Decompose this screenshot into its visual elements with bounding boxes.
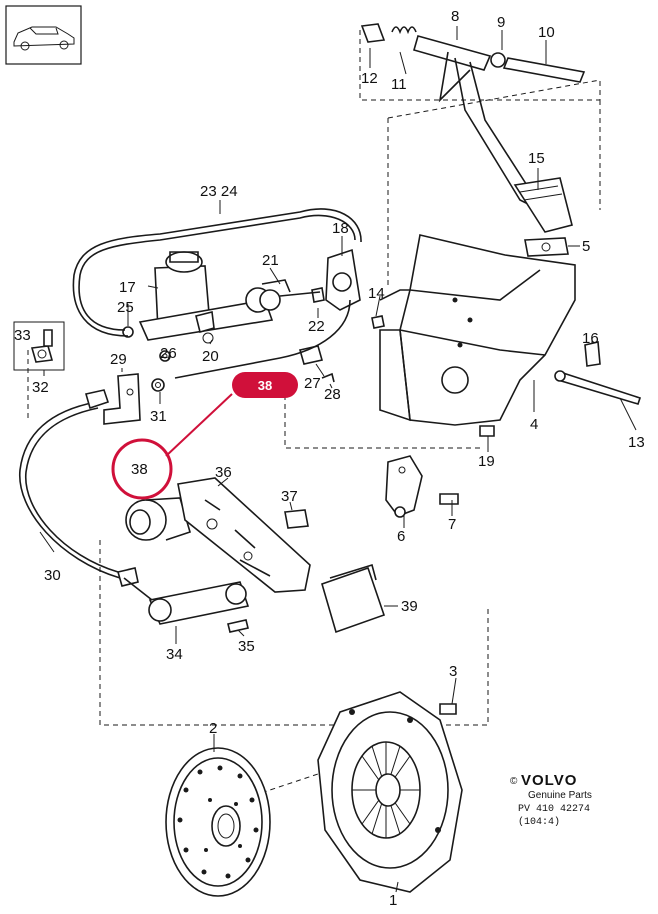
part-label-3: 3 xyxy=(449,663,457,680)
part-label-38: 38 xyxy=(131,461,148,478)
part-label-28: 28 xyxy=(324,386,341,403)
branding: © VOLVO Genuine Parts PV 410 42274 (104:… xyxy=(510,772,592,828)
part-label-36: 36 xyxy=(215,464,232,481)
part-label-12: 12 xyxy=(361,70,378,87)
part-label-9: 9 xyxy=(497,14,505,31)
part-label-6: 6 xyxy=(397,528,405,545)
part-label-4: 4 xyxy=(530,416,538,433)
hose-bracket xyxy=(13,321,165,425)
highlight-callout: 38 xyxy=(111,372,298,500)
release-mechanism xyxy=(123,477,386,634)
part-label-19: 19 xyxy=(478,453,495,470)
part-label-13: 13 xyxy=(628,434,645,451)
pedal-bracket xyxy=(371,234,642,518)
brand-subtitle: Genuine Parts xyxy=(528,790,592,801)
part-label-22: 22 xyxy=(308,318,325,335)
part-label-23-24: 23 24 xyxy=(200,183,238,200)
part-label-33: 33 xyxy=(14,327,31,344)
part-label-35: 35 xyxy=(238,638,255,655)
part-label-10: 10 xyxy=(538,24,555,41)
part-label-27: 27 xyxy=(304,375,321,392)
part-label-39: 39 xyxy=(401,598,418,615)
hydraulic-hoses xyxy=(19,208,362,587)
part-label-32: 32 xyxy=(32,379,49,396)
part-label-8: 8 xyxy=(451,8,459,25)
pedal-assembly xyxy=(360,23,586,257)
part-label-18: 18 xyxy=(332,220,349,237)
reference-number: PV 410 42274 xyxy=(518,804,590,815)
part-label-11: 11 xyxy=(391,76,407,93)
part-label-31: 31 xyxy=(150,408,167,425)
part-label-16: 16 xyxy=(582,330,599,347)
car-thumbnail-icon xyxy=(5,5,82,65)
leader-lines xyxy=(39,26,637,893)
part-label-21: 21 xyxy=(262,252,279,269)
part-label-15: 15 xyxy=(528,150,545,167)
highlight-badge-label: 38 xyxy=(258,378,272,393)
highlight-badge[interactable] xyxy=(232,372,298,398)
part-label-30: 30 xyxy=(44,567,61,584)
reference-version: (104:4) xyxy=(518,816,560,828)
brand-logo: VOLVO xyxy=(521,772,577,789)
part-label-2: 2 xyxy=(209,720,217,737)
part-label-20: 20 xyxy=(202,348,219,365)
pressure-plate xyxy=(317,691,463,893)
highlight-leader-line xyxy=(165,393,233,457)
part-label-29: 29 xyxy=(110,351,127,368)
copyright-symbol: © xyxy=(510,776,518,787)
part-label-17: 17 xyxy=(119,279,136,296)
part-label-34: 34 xyxy=(166,646,183,663)
part-label-1: 1 xyxy=(389,892,397,909)
part-label-25: 25 xyxy=(117,299,134,316)
part-label-26: 26 xyxy=(160,345,177,362)
part-label-5: 5 xyxy=(582,238,590,255)
clutch-disc xyxy=(165,747,271,897)
part-label-7: 7 xyxy=(448,516,456,533)
part-label-37: 37 xyxy=(281,488,298,505)
master-cylinder xyxy=(122,248,361,383)
highlight-ring xyxy=(111,438,173,500)
part-labels: 8 9 10 12 11 15 5 23 24 18 21 17 14 25 2… xyxy=(14,8,645,909)
part-label-14: 14 xyxy=(368,285,385,302)
